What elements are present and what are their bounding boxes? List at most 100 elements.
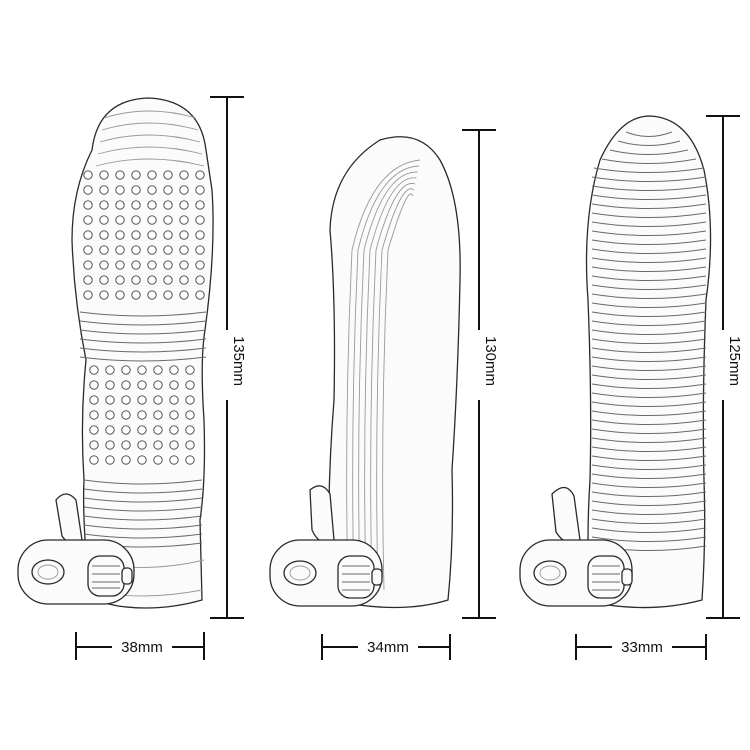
tongue-rib: [382, 193, 414, 591]
texture-dot: [195, 185, 205, 195]
texture-dot: [163, 260, 173, 270]
clit-tongue: [551, 486, 581, 544]
product-dotted-sleeve: [17, 97, 214, 609]
texture-dot: [153, 425, 163, 435]
dot-texture-lower: [89, 365, 195, 465]
texture-dot: [169, 380, 179, 390]
texture-dot: [179, 275, 189, 285]
cap-wave: [101, 122, 199, 131]
texture-dot: [121, 380, 131, 390]
texture-dot: [115, 215, 125, 225]
texture-dot: [185, 440, 195, 450]
texture-dot: [131, 185, 141, 195]
tongue-rib-texture: [346, 159, 421, 591]
spiral-rib: [591, 176, 707, 182]
texture-dot: [105, 455, 115, 465]
texture-dot: [131, 245, 141, 255]
tongue-rib: [346, 159, 421, 591]
spiral-rib: [591, 338, 707, 344]
texture-dot: [153, 380, 163, 390]
texture-dot: [185, 455, 195, 465]
texture-dot: [137, 395, 147, 405]
spiral-rib: [617, 140, 681, 146]
texture-dot: [147, 260, 157, 270]
texture-dot: [83, 230, 93, 240]
spiral-rib: [591, 482, 707, 488]
texture-dot: [147, 230, 157, 240]
texture-dot: [163, 170, 173, 180]
texture-dot: [163, 200, 173, 210]
texture-dot: [153, 410, 163, 420]
texture-dot: [99, 170, 109, 180]
texture-dot: [195, 215, 205, 225]
spiral-rib: [591, 383, 707, 389]
spiral-rib: [591, 536, 707, 542]
height-label-2: 130mm: [482, 336, 499, 386]
spiral-rib: [591, 185, 707, 191]
product-ribbed-tongue-sleeve: [269, 136, 461, 609]
texture-rib: [83, 506, 203, 512]
texture-dot: [147, 275, 157, 285]
texture-dot: [179, 215, 189, 225]
spiral-rib: [591, 464, 707, 470]
texture-dot: [105, 425, 115, 435]
texture-dot: [185, 410, 195, 420]
texture-dot: [99, 185, 109, 195]
texture-dot: [185, 395, 195, 405]
texture-dot: [115, 245, 125, 255]
spiral-rib: [591, 284, 707, 290]
width-label-2: 34mm: [367, 639, 409, 656]
spiral-rib: [591, 203, 707, 209]
spiral-rib: [591, 311, 707, 317]
texture-dot: [137, 365, 147, 375]
texture-dot: [179, 260, 189, 270]
texture-rib: [79, 329, 207, 335]
texture-dot: [137, 425, 147, 435]
spiral-rib: [591, 428, 707, 434]
texture-dot: [137, 440, 147, 450]
texture-dot: [131, 215, 141, 225]
vibrating-bullet: [337, 555, 375, 599]
texture-dot: [195, 290, 205, 300]
texture-dot: [131, 200, 141, 210]
texture-dot: [163, 245, 173, 255]
texture-dot: [153, 455, 163, 465]
width-label-1: 38mm: [121, 639, 163, 656]
texture-dot: [195, 260, 205, 270]
texture-dot: [163, 230, 173, 240]
texture-dot: [147, 185, 157, 195]
texture-dot: [169, 365, 179, 375]
texture-dot: [105, 395, 115, 405]
texture-dot: [105, 365, 115, 375]
texture-rib: [83, 497, 203, 503]
spiral-rib: [591, 419, 707, 425]
clit-tongue: [309, 485, 335, 544]
spiral-rib: [591, 365, 707, 371]
texture-dot: [115, 185, 125, 195]
texture-dot: [153, 440, 163, 450]
spiral-rib: [593, 167, 705, 173]
texture-dot: [131, 275, 141, 285]
texture-rib: [83, 479, 203, 485]
texture-dot: [121, 365, 131, 375]
spiral-rib: [591, 293, 707, 299]
texture-dot: [83, 170, 93, 180]
texture-dot: [185, 425, 195, 435]
texture-dot: [137, 410, 147, 420]
spiral-rib: [591, 275, 707, 281]
texture-dot: [195, 245, 205, 255]
texture-dot: [89, 455, 99, 465]
spiral-rib: [591, 248, 707, 254]
spiral-rib: [626, 131, 672, 137]
texture-dot: [99, 200, 109, 210]
texture-rib: [79, 356, 207, 362]
texture-dot: [89, 410, 99, 420]
spiral-rib: [591, 455, 707, 461]
texture-dot: [131, 260, 141, 270]
spiral-rib-texture: [591, 131, 707, 551]
texture-dot: [83, 245, 93, 255]
spiral-rib: [591, 509, 707, 515]
texture-dot: [105, 380, 115, 390]
texture-dot: [83, 200, 93, 210]
texture-dot: [131, 170, 141, 180]
